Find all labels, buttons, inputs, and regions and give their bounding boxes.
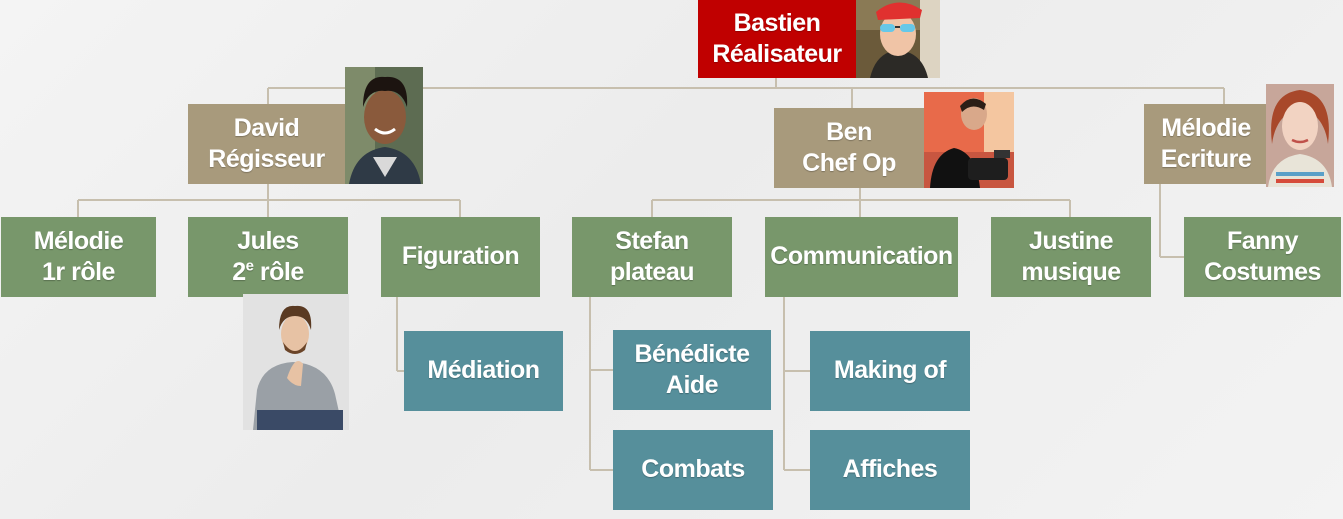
node-line: Making of	[833, 356, 947, 385]
bastien-photo	[856, 0, 940, 78]
node-jules-2e-role: Jules 2e rôle	[188, 217, 348, 297]
node-line: Réalisateur	[712, 40, 842, 68]
node-line: Fanny	[1226, 226, 1299, 255]
node-line: Médiation	[427, 356, 540, 385]
node-melodie-ecriture: Mélodie Ecriture	[1144, 104, 1268, 184]
node-melodie-1r-role: Mélodie 1r rôle	[1, 217, 156, 297]
node-line: Bastien	[733, 8, 821, 37]
jules-photo	[243, 294, 349, 430]
node-line: Costumes	[1204, 258, 1321, 286]
node-benedicte-aide: Bénédicte Aide	[613, 330, 771, 410]
node-line: Régisseur	[208, 145, 325, 173]
node-line: David	[233, 113, 300, 142]
node-line: Aide	[665, 371, 719, 399]
ordinal-number: 2	[232, 258, 246, 286]
node-line: Jules	[237, 226, 299, 255]
node-line: Combats	[641, 455, 745, 484]
node-line: 1r rôle	[42, 258, 115, 286]
node-figuration: Figuration	[381, 217, 540, 297]
node-line: Ecriture	[1160, 145, 1252, 173]
node-affiches: Affiches	[810, 430, 970, 510]
node-mediation: Médiation	[404, 331, 563, 411]
ordinal-suffix: e	[245, 257, 254, 275]
node-combats: Combats	[613, 430, 773, 510]
node-fanny-costumes: Fanny Costumes	[1184, 217, 1341, 297]
node-communication: Communication	[765, 217, 958, 297]
node-line: Affiches	[842, 455, 938, 484]
node-line: Justine	[1028, 226, 1114, 255]
node-line: Stefan	[615, 226, 689, 255]
node-line: musique	[1021, 258, 1121, 286]
ben-photo	[924, 92, 1014, 188]
node-making-of: Making of	[810, 331, 970, 411]
node-line: Mélodie	[33, 226, 124, 255]
node-justine-musique: Justine musique	[991, 217, 1151, 297]
node-line: plateau	[609, 258, 695, 286]
node-line: 2e rôle	[232, 257, 304, 288]
node-ben-chef-op: Ben Chef Op	[774, 108, 924, 188]
melodie-photo	[1266, 84, 1334, 187]
node-line: Mélodie	[1161, 113, 1251, 142]
node-line: Bénédicte	[634, 339, 750, 368]
david-photo	[345, 67, 423, 184]
node-line: Figuration	[401, 242, 520, 271]
node-david-regisseur: David Régisseur	[188, 104, 345, 184]
node-line: Communication	[770, 242, 953, 271]
node-line: Ben	[826, 117, 872, 146]
node-line: Chef Op	[802, 149, 896, 177]
role-text: rôle	[253, 258, 304, 286]
node-bastien-realisateur: Bastien Réalisateur	[698, 0, 856, 78]
node-stefan-plateau: Stefan plateau	[572, 217, 732, 297]
